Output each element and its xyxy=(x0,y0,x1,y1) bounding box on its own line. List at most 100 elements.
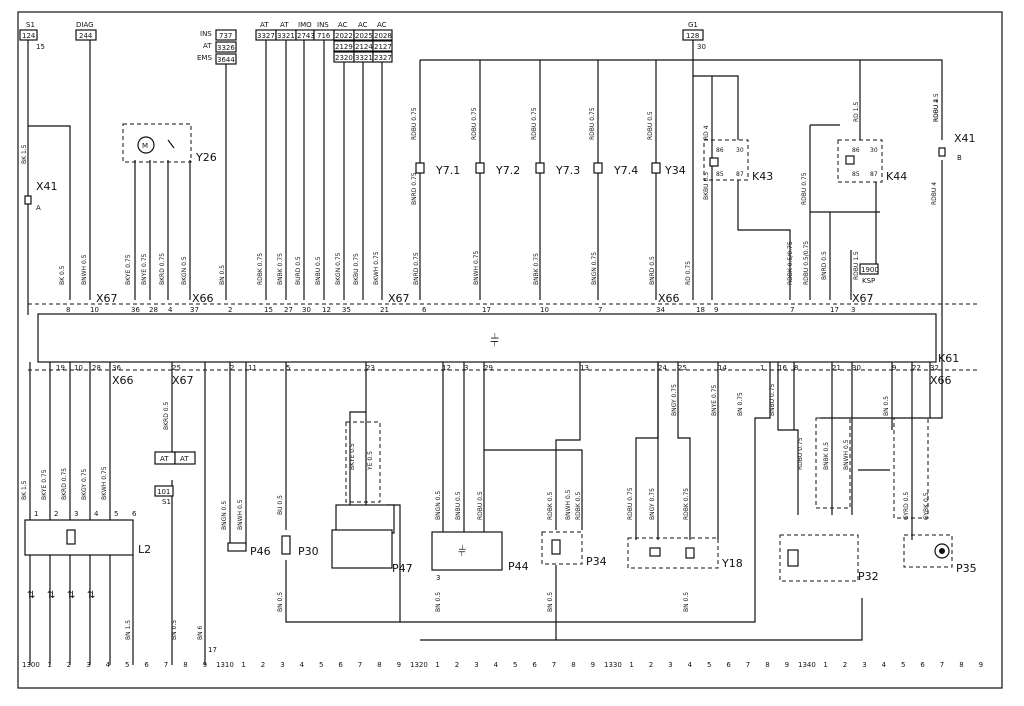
p46-label: P46 xyxy=(250,545,271,558)
wire-label: BNBU 0.5 xyxy=(455,491,462,520)
ruler-mark: 9 xyxy=(591,661,595,669)
ruler-mark: 2 xyxy=(261,661,265,669)
top-box-2320: 2320 xyxy=(335,54,353,62)
wire-label: BNRD 0.5 xyxy=(649,256,656,285)
pin: 9 xyxy=(892,364,896,372)
top-box-2022: 2022 xyxy=(335,32,353,40)
y73-label: Y7.3 xyxy=(555,164,580,177)
top-label-at: AT xyxy=(203,42,212,50)
k44-relay: K44 86 30 85 87 xyxy=(837,139,907,183)
wire-label: BNYE 0.75 xyxy=(141,253,148,285)
ruler-mark: 5 xyxy=(513,661,517,669)
k44-pin-87: 87 xyxy=(870,171,878,178)
k44-box xyxy=(837,139,883,183)
top-box-3321: 3321 xyxy=(355,54,373,62)
pin: 17 xyxy=(830,306,839,314)
pin: 32 xyxy=(930,364,939,372)
x41a-pin: A xyxy=(36,204,41,212)
ruler-mark: 1 xyxy=(629,661,633,669)
k61-control-unit: ⫩ K61 xyxy=(37,313,959,365)
p30-label: P30 xyxy=(298,545,319,558)
ksp-box: 1900 KSP xyxy=(859,263,879,285)
wire-label: RDBU 2.5 xyxy=(933,93,940,122)
wire-label: RDBK 0.5 xyxy=(575,492,582,520)
wire-label: RDBK 0.5/0.75 xyxy=(787,241,794,285)
p32-sensor: P32 xyxy=(779,417,879,583)
s1-box-label: S1 xyxy=(162,498,171,506)
k44-pin-85: 85 xyxy=(852,171,860,178)
wire-label: RD 1.5 xyxy=(853,102,860,122)
top-label-ac: AC xyxy=(338,21,348,29)
top-box-2124: 2124 xyxy=(355,43,373,51)
wire-label: BNGY 0.75 xyxy=(671,384,678,416)
ruler-mark: 9 xyxy=(785,661,789,669)
wire-label: RDBU 0.5 xyxy=(647,111,654,140)
y73-injector: Y7.3 xyxy=(535,162,580,177)
wire-label: RDBK 0.5 xyxy=(547,492,554,520)
ruler-mark: 7 xyxy=(164,661,168,669)
at-label: AT xyxy=(160,455,169,463)
ruler-mark: 1320 xyxy=(410,661,428,669)
injector-row: Y7.1 Y7.2 Y7.3 Y7.4 Y34 xyxy=(415,162,686,177)
ruler-mark: 1 xyxy=(435,661,439,669)
top-box-244: 244 xyxy=(79,32,93,40)
pin: 5 xyxy=(114,510,118,518)
wire-label: BU 0.5 xyxy=(277,495,284,515)
p47-sensor: P47 xyxy=(331,421,413,575)
k43-box xyxy=(703,139,749,181)
top-box xyxy=(75,29,97,41)
pin: 13 xyxy=(580,364,589,372)
pin: 3 xyxy=(851,306,855,314)
pin: 14 xyxy=(718,364,727,372)
k43-relay: K43 86 30 85 87 xyxy=(703,139,773,183)
wire-label: BNRD 0.5 xyxy=(821,251,828,280)
wire-label: BKBU 0.5 xyxy=(703,172,710,200)
top-label-ac: AC xyxy=(377,21,387,29)
ruler-mark: 3 xyxy=(668,661,672,669)
pin: 3 xyxy=(74,510,78,518)
wire-label: BNBK 0.75 xyxy=(533,253,540,285)
p30-sensor: P30 xyxy=(281,535,319,558)
wire-label: BNBK 0.5 xyxy=(823,442,830,470)
x67-label: X67 xyxy=(852,292,874,305)
ruler-mark: 7 xyxy=(746,661,750,669)
x41-connector-a: X41 A xyxy=(24,180,58,212)
pin: 25 xyxy=(172,364,181,372)
pin: 3 xyxy=(464,364,468,372)
arrow-icon: ⇅ xyxy=(27,590,35,601)
y72-injector: Y7.2 xyxy=(475,162,520,177)
top-box-3327: 3327 xyxy=(257,32,275,40)
ksp-code: 1900 xyxy=(861,266,879,274)
ruler-mark: 8 xyxy=(959,661,963,669)
lower-pins: 19 10 28 36 25 2 11 5 23 12 3 29 13 24 2… xyxy=(56,364,939,372)
wire-label: BNGN 0.5 xyxy=(435,491,442,520)
ruler-mark: 9 xyxy=(979,661,983,669)
ruler-mark: 8 xyxy=(765,661,769,669)
x66-label: X66 xyxy=(658,292,680,305)
wire-label: BNYE 0.75 xyxy=(711,384,718,416)
p32-label: P32 xyxy=(858,570,879,583)
wire-label: BK 1.5 xyxy=(21,480,28,500)
top-box xyxy=(215,29,237,41)
p35-label: P35 xyxy=(956,562,977,575)
top-box xyxy=(372,29,393,41)
wire-label: RDBU 0.75 xyxy=(531,107,538,140)
pin: 1 xyxy=(760,364,764,372)
wire-label: BN 6 xyxy=(197,625,204,640)
top-box-737: 737 xyxy=(219,32,232,40)
pin: 30 xyxy=(852,364,861,372)
wire-label: RDBU 0.75 xyxy=(411,107,418,140)
wire-label: BNRD 0.75 xyxy=(413,252,420,285)
wire-label: BNWH 0.5 xyxy=(81,254,88,285)
pin: 23 xyxy=(366,364,375,372)
pin: 1 xyxy=(34,510,38,518)
y26-motor: M Y26 xyxy=(122,123,217,164)
k43-pin-85: 85 xyxy=(716,171,724,178)
top-box-2028: 2028 xyxy=(374,32,392,40)
top-box-2327: 2327 xyxy=(374,54,392,62)
wire-label: BNGY 0.75 xyxy=(649,488,656,520)
ruler-mark: 6 xyxy=(726,661,731,669)
